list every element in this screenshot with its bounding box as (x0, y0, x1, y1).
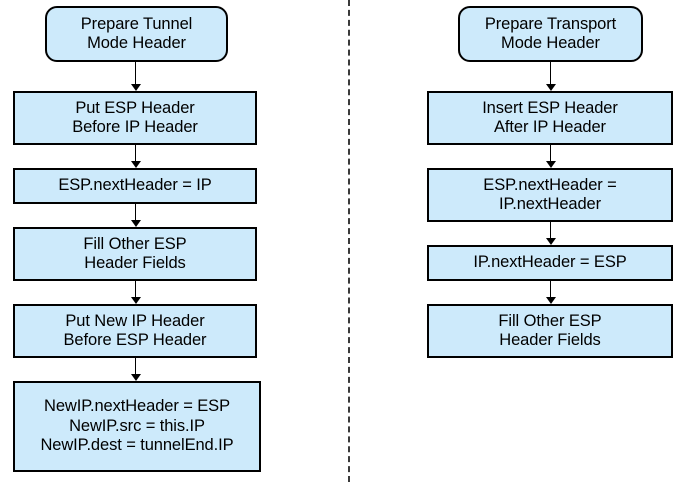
arrow-shaft (550, 62, 551, 85)
arrow-shaft (550, 281, 551, 298)
arrow-head-icon (131, 297, 141, 304)
flow-node-transport-step-3: IP.nextHeader = ESP (427, 245, 673, 281)
flow-arrow (131, 358, 141, 381)
arrow-head-icon (131, 84, 141, 91)
column-divider (348, 0, 350, 482)
flow-node-tunnel-step-4: Put New IP Header Before ESP Header (13, 304, 257, 358)
arrow-head-icon (546, 84, 556, 91)
arrow-head-icon (546, 238, 556, 245)
flow-arrow (131, 204, 141, 227)
arrow-shaft (135, 145, 136, 162)
flow-node-tunnel-step-2: ESP.nextHeader = IP (13, 168, 257, 204)
flow-node-tunnel-step-5: NewIP.nextHeader = ESP NewIP.src = this.… (13, 381, 261, 472)
flow-node-transport-step-4: Fill Other ESP Header Fields (427, 304, 673, 358)
flow-arrow (131, 145, 141, 168)
flow-node-tunnel-step-3: Fill Other ESP Header Fields (13, 227, 257, 281)
flow-arrow (131, 281, 141, 304)
flow-arrow (546, 222, 556, 245)
flow-node-transport-start: Prepare Transport Mode Header (458, 6, 643, 62)
flow-arrow (546, 281, 556, 304)
arrow-shaft (135, 62, 136, 85)
arrow-head-icon (546, 297, 556, 304)
arrow-shaft (135, 204, 136, 221)
arrow-head-icon (546, 161, 556, 168)
arrow-shaft (135, 281, 136, 298)
arrow-head-icon (131, 161, 141, 168)
flow-node-transport-step-1: Insert ESP Header After IP Header (427, 91, 673, 145)
flow-node-tunnel-start: Prepare Tunnel Mode Header (45, 6, 228, 62)
arrow-shaft (550, 222, 551, 239)
flow-arrow (546, 145, 556, 168)
arrow-head-icon (131, 220, 141, 227)
arrow-shaft (550, 145, 551, 162)
flow-node-transport-step-2: ESP.nextHeader = IP.nextHeader (427, 168, 673, 222)
flow-arrow (546, 62, 556, 91)
flow-node-tunnel-step-1: Put ESP Header Before IP Header (13, 91, 257, 145)
arrow-head-icon (131, 374, 141, 381)
flow-arrow (131, 62, 141, 91)
arrow-shaft (135, 358, 136, 375)
